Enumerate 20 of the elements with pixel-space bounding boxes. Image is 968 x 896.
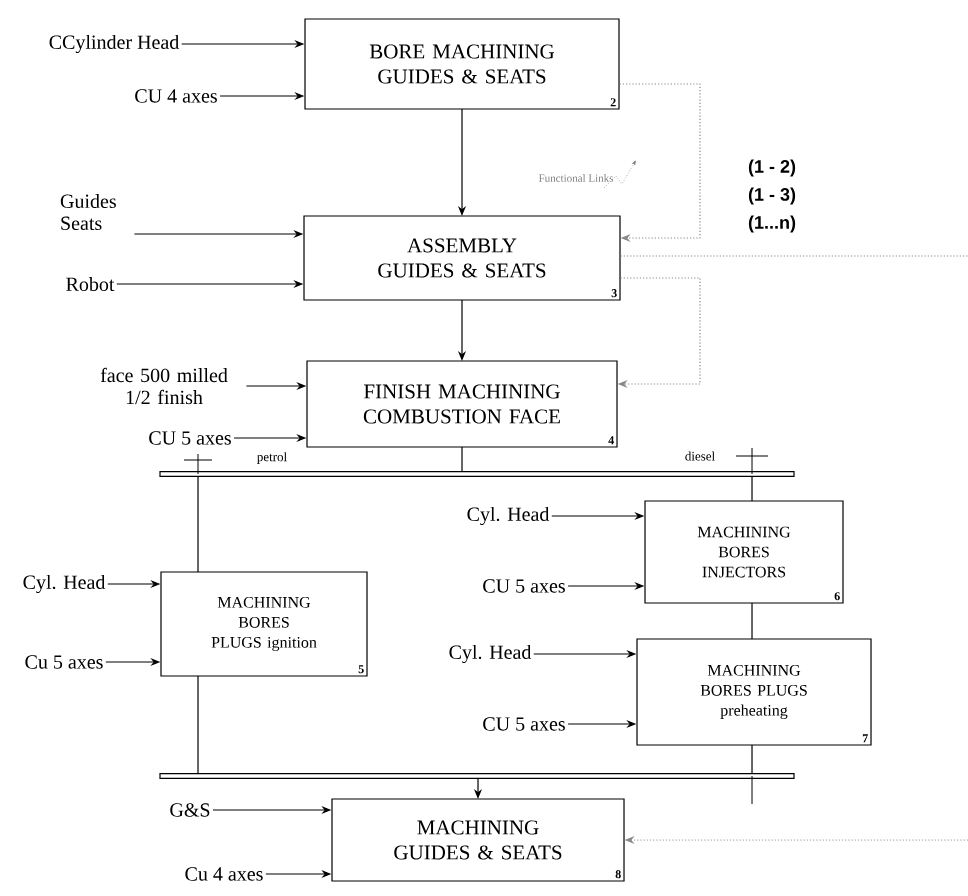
input-label: face 500 milled 1/2 finish <box>100 367 228 405</box>
input-label: Cu 5 axes <box>25 655 103 669</box>
input-label: CCylinder Head <box>49 34 180 54</box>
input-label: G&S <box>170 803 210 817</box>
bus-bar <box>159 471 795 477</box>
bus-bar <box>159 773 795 779</box>
input-label: Cyl. Head <box>23 574 106 594</box>
input-label: Guides Seats <box>60 193 116 231</box>
input-label: Cyl. Head <box>467 506 550 526</box>
link-label: (1 - 3) <box>748 187 796 205</box>
input-label: CU 5 axes <box>483 579 565 593</box>
input-label: CU 4 axes <box>135 89 217 103</box>
input-label: Cu 4 axes <box>185 867 263 881</box>
link-label: (1 - 2) <box>748 159 796 177</box>
input-label: CU 5 axes <box>483 717 565 731</box>
link-label: (1...n) <box>748 215 796 233</box>
arrow <box>619 83 701 243</box>
input-label: Cyl. Head <box>449 644 532 664</box>
input-label: CU 5 axes <box>149 431 231 445</box>
input-label: Robot <box>66 276 115 292</box>
